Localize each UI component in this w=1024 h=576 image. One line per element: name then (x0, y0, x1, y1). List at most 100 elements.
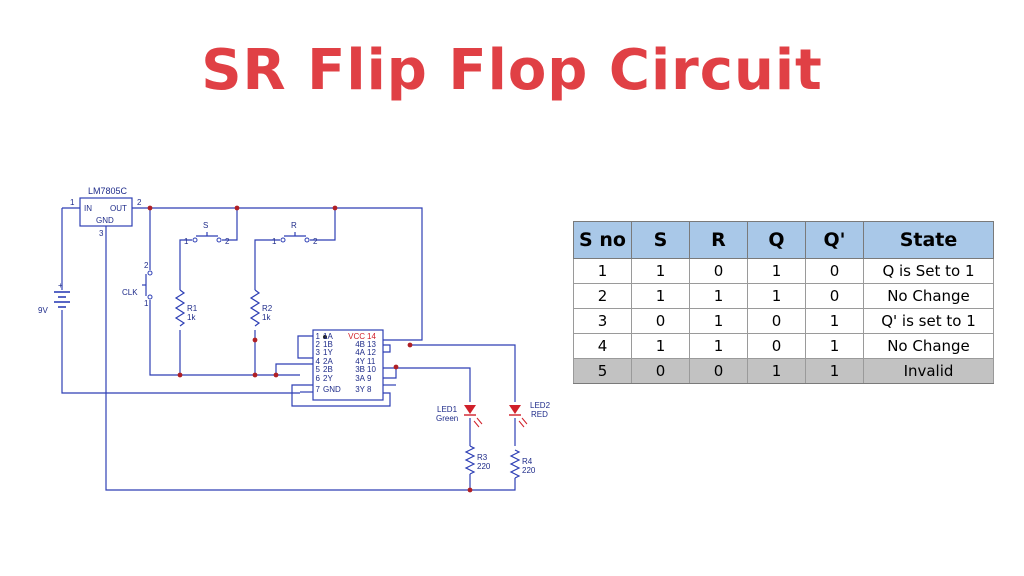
cell-q-bar: 0 (805, 283, 864, 309)
ic-pin-number-left: 6 (316, 374, 321, 383)
battery-label: 9V (38, 306, 48, 315)
ic-pin-label-right: 3A (355, 374, 365, 383)
switch-s-pin1: 1 (184, 237, 189, 246)
header-s: S (631, 221, 690, 259)
switch-clk: CLK 1 2 (122, 261, 153, 308)
cell-r: 1 (689, 333, 748, 359)
header-sno: S no (573, 221, 632, 259)
circuit-diagram: LM7805C IN OUT GND 1 2 3 9V + S 1 2 R 1 … (38, 186, 551, 493)
ic-pin-number-left: 1 (316, 332, 321, 341)
cell-state: No Change (863, 333, 994, 359)
ic-pin-number-left: 2 (316, 340, 321, 349)
ic-pin-number-right: 12 (367, 348, 376, 357)
switch-r-pin1: 1 (272, 237, 277, 246)
ic-pin-label-right: 4Y (355, 357, 365, 366)
resistor-r3-value: 220 (477, 462, 491, 471)
ic-pin-label-left: 2A (323, 357, 333, 366)
switch-r-label: R (291, 221, 297, 230)
ic-pin-number-right: 8 (367, 385, 372, 394)
cell-state: Invalid (863, 358, 994, 384)
cell-q-bar: 1 (805, 358, 864, 384)
cell-r: 0 (689, 358, 748, 384)
regulator-pin-out: 2 (137, 198, 142, 207)
switch-s: S 1 2 (184, 221, 230, 246)
ic-pin-label-right: 4B (355, 340, 365, 349)
ic-pin-label-left: 2B (323, 365, 333, 374)
regulator-out-label: OUT (110, 204, 127, 213)
led-2: LED2 RED (509, 401, 551, 428)
resistor-r4: R4 220 (509, 449, 536, 479)
ic-pin-number-left: 5 (316, 365, 321, 374)
ic-pin-label-right: 3B (355, 365, 365, 374)
battery: 9V + (38, 281, 70, 315)
regulator-pin-in: 1 (70, 198, 75, 207)
cell-s: 0 (631, 308, 690, 334)
ic-pin-number-right: 10 (367, 365, 376, 374)
cell-s: 1 (631, 258, 690, 284)
regulator-in-label: IN (84, 204, 92, 213)
cell-sno: 5 (573, 358, 632, 384)
circuit-junctions (147, 205, 473, 493)
cell-s: 1 (631, 283, 690, 309)
ic-pin-label-left: 1A (323, 332, 333, 341)
resistor-r3-name: R3 (477, 453, 488, 462)
cell-sno: 2 (573, 283, 632, 309)
ic-pin-label-left: 1Y (323, 348, 333, 357)
cell-q-bar: 0 (805, 258, 864, 284)
resistor-r1: R1 1k (174, 289, 198, 327)
cell-q-bar: 1 (805, 333, 864, 359)
led-1-name: LED1 (437, 405, 458, 414)
led-1-color: Green (436, 414, 458, 423)
switch-s-label: S (203, 221, 208, 230)
resistor-r3: R3 220 (464, 445, 491, 475)
cell-q-bar: 1 (805, 308, 864, 334)
ic-pin-label-left: GND (323, 385, 341, 394)
ic-pin-number-right: 9 (367, 374, 372, 383)
cell-r: 1 (689, 308, 748, 334)
cell-r: 0 (689, 258, 748, 284)
cell-state: No Change (863, 283, 994, 309)
header-state: State (863, 221, 994, 259)
header-q-bar: Q' (805, 221, 864, 259)
cell-sno: 1 (573, 258, 632, 284)
ic-pin-number-left: 7 (316, 385, 321, 394)
resistor-r1-value: 1k (187, 313, 196, 322)
ic-pin-label-right: VCC (348, 332, 365, 341)
cell-sno: 3 (573, 308, 632, 334)
ic-pin-number-right: 13 (367, 340, 376, 349)
ic-pin-label-right: 3Y (355, 385, 365, 394)
page-title: SR Flip Flop Circuit (201, 38, 823, 103)
switch-r-pin2: 2 (313, 237, 318, 246)
cell-s: 0 (631, 358, 690, 384)
cell-q: 1 (747, 283, 806, 309)
led-2-color: RED (531, 410, 548, 419)
battery-plus: + (58, 281, 63, 290)
ic-pin-label-left: 1B (323, 340, 333, 349)
cell-q: 1 (747, 258, 806, 284)
switch-clk-pin2: 2 (144, 261, 149, 270)
led-2-name: LED2 (530, 401, 551, 410)
cell-state: Q' is set to 1 (863, 308, 994, 334)
cell-q: 0 (747, 333, 806, 359)
switch-s-pin2: 2 (225, 237, 230, 246)
ic-pin-number-left: 3 (316, 348, 321, 357)
resistor-r2-value: 1k (262, 313, 271, 322)
header-r: R (689, 221, 748, 259)
resistor-r2-name: R2 (262, 304, 273, 313)
ic-pin-label-left: 2Y (323, 374, 333, 383)
resistor-r1-name: R1 (187, 304, 198, 313)
cell-r: 1 (689, 283, 748, 309)
switch-clk-pin1: 1 (144, 299, 149, 308)
cell-sno: 4 (573, 333, 632, 359)
voltage-regulator: LM7805C IN OUT GND 1 2 3 (70, 186, 142, 238)
cell-q: 0 (747, 308, 806, 334)
switch-clk-label: CLK (122, 288, 138, 297)
ic-pin-label-right: 4A (355, 348, 365, 357)
